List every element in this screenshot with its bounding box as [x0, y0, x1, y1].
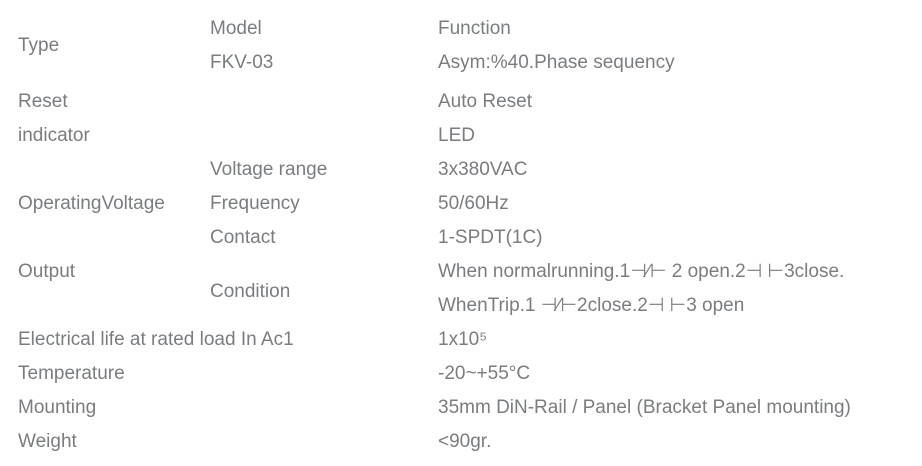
condition-value-line2: WhenTrip.1 ⊣∕⊢2close.2⊣ ⊢3 open: [438, 295, 745, 316]
spec-row-electrical-life: Electrical life at rated load In Ac1 1x1…: [18, 323, 922, 357]
indicator-label: indicator: [18, 125, 90, 146]
condition-value-line1: When normalrunning.1⊣∕⊢ 2 open.2⊣ ⊢3clos…: [438, 261, 845, 282]
spec-row-reset: Reset Auto Reset: [18, 85, 922, 119]
temperature-value: -20~+55°C: [438, 363, 531, 384]
output-label: Output: [18, 261, 76, 282]
reset-value: Auto Reset: [438, 91, 532, 112]
contact-value: 1-SPDT(1C): [438, 227, 543, 248]
frequency-value: 50/60Hz: [438, 193, 509, 214]
frequency-label: Frequency: [210, 193, 300, 214]
weight-value: <90gr.: [438, 431, 492, 452]
spec-row-output: Output Contact Condition 1-SPDT(1C) When…: [18, 221, 922, 323]
voltage-range-value: 3x380VAC: [438, 159, 528, 180]
spec-row-temperature: Temperature -20~+55°C: [18, 357, 922, 391]
temperature-label: Temperature: [18, 363, 125, 384]
spec-row-indicator: indicator LED: [18, 119, 922, 153]
electrical-life-label: Electrical life at rated load In Ac1: [18, 329, 294, 350]
spec-row-weight: Weight <90gr.: [18, 425, 922, 459]
spec-row-voltage-range: Voltage range 3x380VAC: [18, 153, 922, 187]
indicator-value: LED: [438, 125, 475, 146]
spec-row-mounting: Mounting 35mm DiN-Rail / Panel (Bracket …: [18, 391, 922, 425]
mounting-value: 35mm DiN-Rail / Panel (Bracket Panel mou…: [438, 397, 851, 418]
model-value: FKV-03: [210, 52, 274, 73]
reset-label: Reset: [18, 91, 68, 112]
type-label: Type: [18, 35, 60, 56]
model-label: Model: [210, 18, 262, 39]
condition-label: Condition: [210, 281, 291, 302]
operating-voltage-label: OperatingVoltage: [18, 193, 165, 214]
electrical-life-value: 1x10⁵: [438, 329, 488, 350]
function-value: Asym:%40.Phase sequency: [438, 52, 675, 73]
mounting-label: Mounting: [18, 397, 97, 418]
spec-row-operating-voltage: OperatingVoltage Frequency 50/60Hz: [18, 187, 922, 221]
weight-label: Weight: [18, 431, 77, 452]
contact-label: Contact: [210, 227, 276, 248]
spec-row-type: Type Model FKV-03 Function Asym:%40.Phas…: [18, 12, 922, 80]
function-label: Function: [438, 18, 511, 39]
voltage-range-label: Voltage range: [210, 159, 328, 180]
